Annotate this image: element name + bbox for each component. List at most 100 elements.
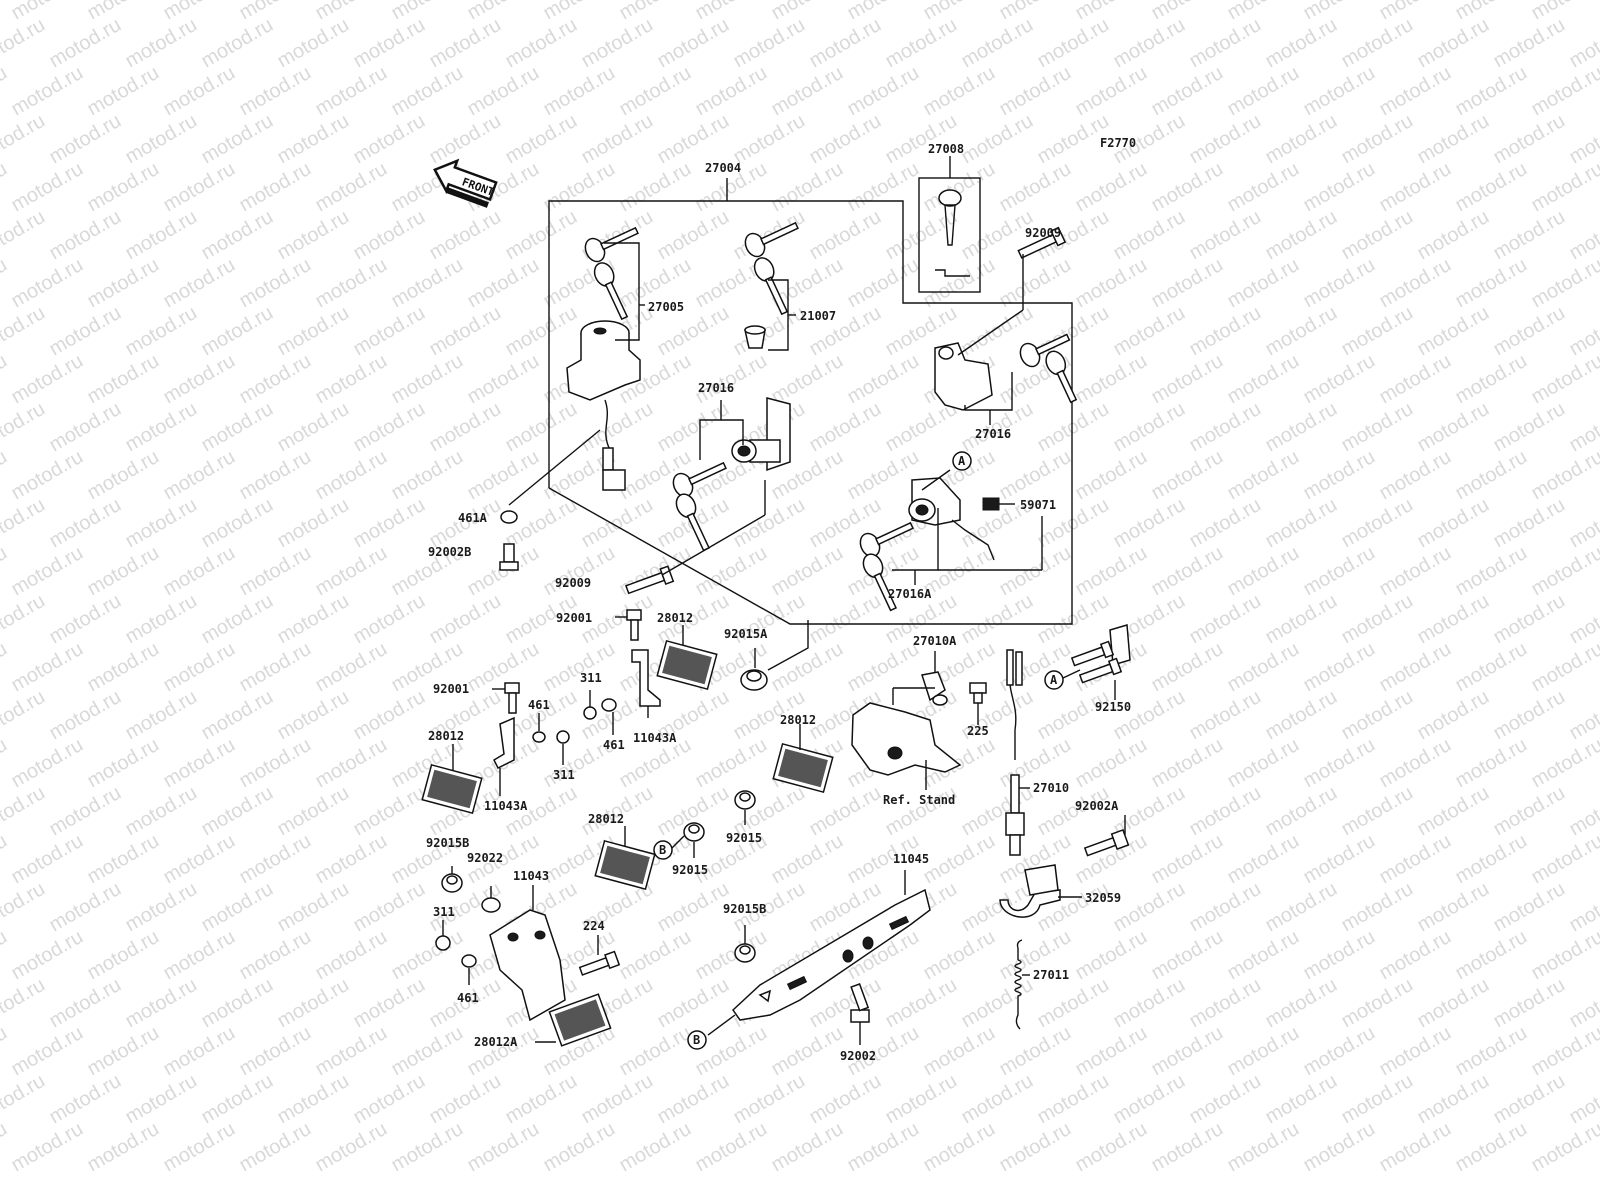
- watermark-text: motod.ru: [1490, 206, 1569, 265]
- watermark-text: motod.ru: [1224, 1118, 1303, 1177]
- watermark-text: motod.ru: [0, 446, 11, 505]
- watermark-text: motod.ru: [1262, 110, 1341, 169]
- watermark-text: motod.ru: [160, 158, 239, 217]
- bracket-11043a-lower: [493, 716, 515, 770]
- watermark-text: motod.ru: [350, 398, 429, 457]
- watermark-text: motod.ru: [1338, 1070, 1417, 1129]
- watermark-text: motod.ru: [1110, 974, 1189, 1033]
- watermark-text: motod.ru: [160, 1022, 239, 1081]
- watermark-text: motod.ru: [0, 62, 11, 121]
- watermark-text: motod.ru: [84, 62, 163, 121]
- watermark-text: motod.ru: [1262, 590, 1341, 649]
- helmet-lock-27016-right: [934, 342, 993, 411]
- watermark-text: motod.ru: [768, 158, 847, 217]
- watermark-text: motod.ru: [768, 0, 847, 24]
- bolts-92150: [1070, 624, 1131, 684]
- watermark-text: motod.ru: [844, 1118, 923, 1177]
- watermark-text: motod.ru: [312, 830, 391, 889]
- watermark-text: motod.ru: [1490, 302, 1569, 361]
- label-27011: 27011: [1033, 968, 1069, 982]
- watermark-text: motod.ru: [464, 542, 543, 601]
- watermark-text: motod.ru: [540, 0, 619, 24]
- watermark-text: motod.ru: [1414, 110, 1493, 169]
- watermark-text: motod.ru: [920, 62, 999, 121]
- watermark-text: motod.ru: [1338, 206, 1417, 265]
- watermark-text: motod.ru: [46, 14, 125, 73]
- watermark-text: motod.ru: [388, 62, 467, 121]
- watermark-text: motod.ru: [616, 926, 695, 985]
- watermark-text: motod.ru: [844, 62, 923, 121]
- watermark-text: motod.ru: [502, 1070, 581, 1129]
- watermark-text: motod.ru: [1186, 782, 1265, 841]
- watermark-text: motod.ru: [1148, 446, 1227, 505]
- key-icon-27016-left: [672, 461, 727, 552]
- watermark-text: motod.ru: [1528, 350, 1600, 409]
- spring-27011: [1014, 939, 1023, 1030]
- watermark-text: motod.ru: [198, 686, 277, 745]
- watermark-text: motod.ru: [160, 446, 239, 505]
- watermark-text: motod.ru: [1224, 830, 1303, 889]
- washer-461-b: [601, 698, 617, 712]
- watermark-text: motod.ru: [1338, 110, 1417, 169]
- watermark-text: motod.ru: [388, 350, 467, 409]
- watermark-text: motod.ru: [1186, 14, 1265, 73]
- watermark-text: motod.ru: [996, 1022, 1075, 1081]
- watermark-text: motod.ru: [1224, 254, 1303, 313]
- watermark-text: motod.ru: [388, 926, 467, 985]
- watermark-text: motod.ru: [1110, 302, 1189, 361]
- watermark-text: motod.ru: [46, 110, 125, 169]
- watermark-text: motod.ru: [122, 14, 201, 73]
- bolt-224: [578, 950, 621, 976]
- watermark-text: motod.ru: [1376, 542, 1455, 601]
- watermark-text: motod.ru: [996, 158, 1075, 217]
- label-27005: 27005: [648, 300, 684, 314]
- watermark-text: motod.ru: [920, 830, 999, 889]
- watermark-text: motod.ru: [654, 1070, 733, 1129]
- watermark-text: motod.ru: [198, 110, 277, 169]
- watermark-text: motod.ru: [1452, 350, 1531, 409]
- watermark-text: motod.ru: [1528, 542, 1600, 601]
- watermark-text: motod.ru: [1186, 206, 1265, 265]
- callout-a-top: A: [952, 451, 972, 471]
- watermark-text: motod.ru: [312, 158, 391, 217]
- watermark-text: motod.ru: [312, 1118, 391, 1177]
- watermark-text: motod.ru: [1528, 446, 1600, 505]
- label-224: 224: [583, 919, 605, 933]
- watermark-text: motod.ru: [1072, 734, 1151, 793]
- watermark-text: motod.ru: [692, 734, 771, 793]
- watermark-text: motod.ru: [236, 1022, 315, 1081]
- watermark-text: motod.ru: [0, 686, 49, 745]
- svg-text:B: B: [659, 843, 666, 857]
- watermark-text: motod.ru: [1528, 158, 1600, 217]
- watermark-text: motod.ru: [274, 302, 353, 361]
- watermark-text: motod.ru: [578, 398, 657, 457]
- bracket-32059: [999, 864, 1061, 918]
- watermark-text: motod.ru: [350, 878, 429, 937]
- watermark-text: motod.ru: [464, 446, 543, 505]
- watermark-text: motod.ru: [806, 206, 885, 265]
- nut-311-a: [583, 706, 597, 720]
- watermark-text: motod.ru: [958, 590, 1037, 649]
- label-225: 225: [967, 724, 989, 738]
- watermark-text: motod.ru: [1110, 206, 1189, 265]
- label-92001-lower: 92001: [433, 682, 469, 696]
- watermark-text: motod.ru: [46, 974, 125, 1033]
- watermark-text: motod.ru: [84, 734, 163, 793]
- watermark-text: motod.ru: [692, 62, 771, 121]
- watermark-text: motod.ru: [882, 206, 961, 265]
- watermark-text: motod.ru: [1186, 302, 1265, 361]
- watermark-text: motod.ru: [1262, 302, 1341, 361]
- watermark-text: motod.ru: [882, 1070, 961, 1129]
- watermark-text: motod.ru: [806, 14, 885, 73]
- watermark-text: motod.ru: [312, 350, 391, 409]
- watermark-text: motod.ru: [1338, 302, 1417, 361]
- clip-59071: [982, 497, 1008, 511]
- watermark-text: motod.ru: [274, 14, 353, 73]
- watermark-text: motod.ru: [236, 638, 315, 697]
- watermark-text: motod.ru: [1414, 302, 1493, 361]
- watermark-text: motod.ru: [0, 974, 49, 1033]
- label-311-a: 311: [580, 671, 602, 685]
- watermark-text: motod.ru: [236, 62, 315, 121]
- watermark-text: motod.ru: [8, 350, 87, 409]
- watermark-text: motod.ru: [768, 62, 847, 121]
